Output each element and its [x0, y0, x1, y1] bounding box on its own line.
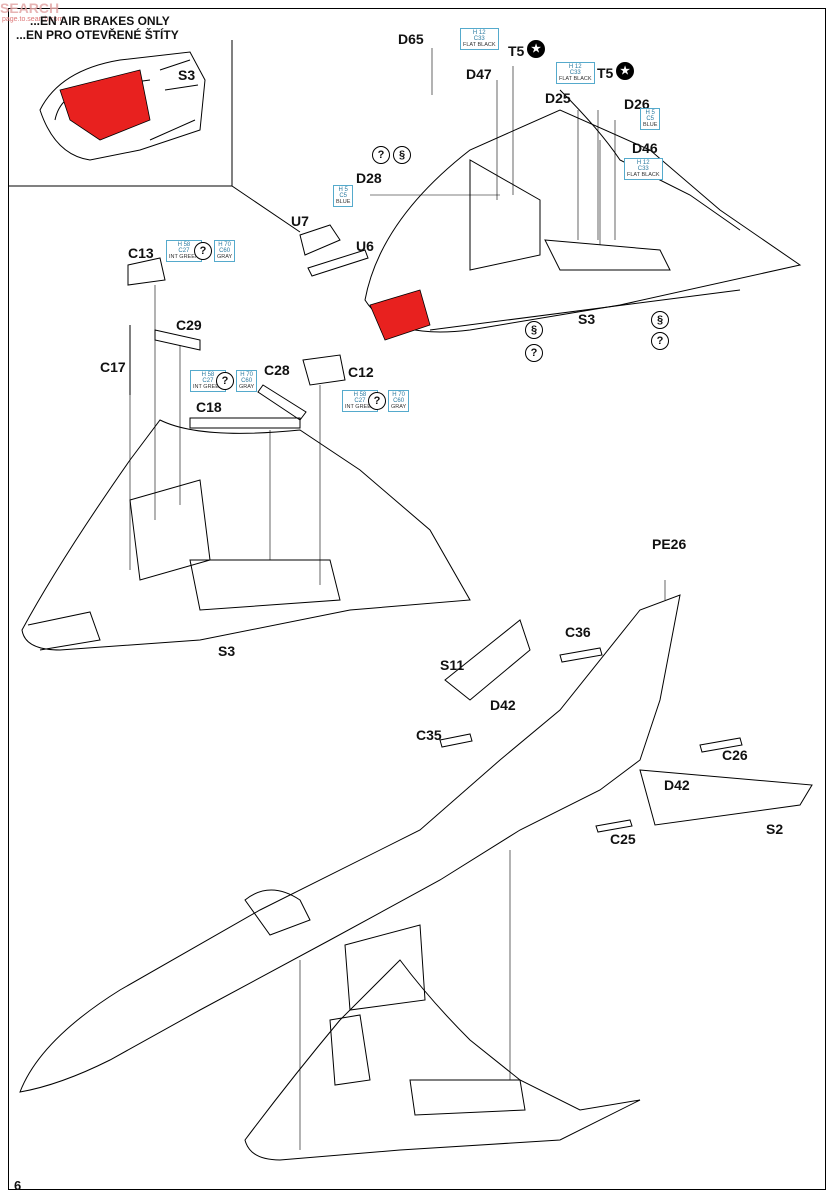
question-icon: ?: [372, 146, 390, 164]
callout-t5-a: T5: [508, 43, 525, 59]
paint-ref-d46: H 12 C33 FLAT BLACK: [624, 158, 663, 181]
callout-d26: D26: [624, 96, 650, 112]
callout-d42-b: D42: [664, 777, 690, 793]
paint-name: FLAT BLACK: [463, 41, 496, 48]
section-icon: §: [651, 311, 669, 329]
paint-name: INT GREEN: [169, 253, 199, 260]
callout-c35: C35: [416, 727, 442, 743]
paint-ref-c17-gray: H 70 C60 GRAY: [236, 370, 258, 393]
header-line-1: ...EN AIR BRAKES ONLY: [30, 14, 170, 28]
leader-lines: [129, 48, 666, 1150]
red-part-inset: [59, 69, 151, 141]
question-icon: ?: [368, 392, 386, 410]
question-icon: ?: [651, 332, 669, 350]
callout-c18: C18: [196, 399, 222, 415]
paint-name: INT GREEN: [345, 403, 375, 410]
paint-c-code: C27: [202, 378, 214, 385]
callout-d65: D65: [398, 31, 424, 47]
section-icon: §: [393, 146, 411, 164]
lower-wing-assembly: [244, 924, 641, 1161]
question-icon: ?: [216, 372, 234, 390]
paint-h-code: H 12: [568, 64, 582, 70]
page-number: 6: [14, 1178, 22, 1193]
callout-c12: C12: [348, 364, 374, 380]
fuselage-assembly: [19, 594, 813, 1093]
callout-pe26: PE26: [652, 536, 687, 552]
callout-s2: S2: [766, 821, 784, 837]
paint-h-code: H 70: [218, 242, 231, 248]
paint-c-code: C60: [219, 248, 231, 255]
section-icon: §: [525, 321, 543, 339]
inset-frame: [9, 185, 301, 233]
paint-h-code: H 5: [338, 187, 348, 193]
callout-c13: C13: [128, 245, 154, 261]
callout-s3-mid: S3: [218, 643, 236, 659]
paint-c-code: C5: [339, 193, 348, 200]
paint-h-code: H 70: [240, 372, 253, 378]
paint-h-code: H 5: [645, 110, 655, 116]
paint-c-code: C33: [637, 166, 649, 173]
callout-s3-inset: S3: [178, 67, 196, 83]
watermark-logo: SEARCH: [0, 0, 60, 16]
callout-s3-top: S3: [578, 311, 596, 327]
paint-c-code: C27: [178, 248, 190, 255]
paint-h-code: H 58: [353, 392, 367, 398]
paint-ref-c12-gray: H 70 C60 GRAY: [388, 390, 410, 413]
top-wing-assembly: [299, 89, 802, 333]
callout-d28: D28: [356, 170, 382, 186]
paint-name: BLUE: [643, 121, 658, 128]
star-icon: ★: [616, 62, 634, 80]
watermark-site: page.to.search.com: [2, 16, 64, 23]
callout-d25: D25: [545, 90, 571, 106]
paint-name: GRAY: [217, 253, 233, 260]
paint-name: INT GREEN: [193, 383, 223, 390]
callout-c36: C36: [565, 624, 591, 640]
callout-t5-b: T5: [597, 65, 614, 81]
callout-d46: D46: [632, 140, 658, 156]
paint-h-code: H 58: [177, 242, 191, 248]
paint-h-code: H 58: [201, 372, 215, 378]
paint-ref-d65: H 12 C33 FLAT BLACK: [460, 28, 499, 51]
paint-ref-d28: H 5 C5 BLUE: [333, 185, 354, 208]
callout-c28: C28: [264, 362, 290, 378]
paint-c-code: C27: [354, 398, 366, 405]
paint-ref-d26: H 5 C5 BLUE: [640, 108, 661, 131]
paint-c-code: C33: [569, 70, 581, 77]
callout-c29: C29: [176, 317, 202, 333]
callout-d42-a: D42: [490, 697, 516, 713]
paint-h-code: H 12: [472, 30, 486, 36]
question-icon: ?: [194, 242, 212, 260]
paint-name: FLAT BLACK: [559, 75, 592, 82]
instruction-page: [8, 8, 826, 1190]
star-icon: ★: [527, 40, 545, 58]
header-line-2: ...EN PRO OTEVŘENÉ ŠTÍTY: [16, 28, 179, 42]
paint-name: GRAY: [391, 403, 407, 410]
callout-c26: C26: [722, 747, 748, 763]
paint-h-code: H 12: [636, 160, 650, 166]
callout-c25: C25: [610, 831, 636, 847]
paint-h-code: H 70: [392, 392, 405, 398]
paint-c-code: C5: [646, 116, 655, 123]
paint-name: FLAT BLACK: [627, 171, 660, 178]
callout-s11: S11: [440, 657, 465, 673]
callout-d47: D47: [466, 66, 492, 82]
question-icon: ?: [525, 344, 543, 362]
paint-c-code: C33: [473, 36, 485, 43]
paint-name: BLUE: [336, 198, 351, 205]
paint-c-code: C60: [241, 378, 253, 385]
paint-ref-c13-gray: H 70 C60 GRAY: [214, 240, 236, 263]
paint-ref-t5: H 12 C33 FLAT BLACK: [556, 62, 595, 85]
callout-c17: C17: [100, 359, 126, 375]
callout-u6: U6: [356, 238, 374, 254]
paint-c-code: C60: [393, 398, 405, 405]
paint-name: GRAY: [239, 383, 255, 390]
red-part-wing: [369, 289, 431, 341]
callout-u7: U7: [291, 213, 309, 229]
